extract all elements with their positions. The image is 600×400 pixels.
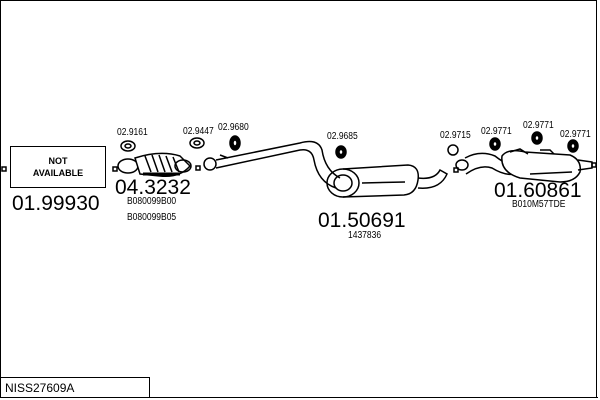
oe-ref: 1437836 (348, 230, 382, 241)
gasket-02-9161[interactable] (120, 140, 136, 152)
accessory-ref[interactable]: 02.9680 (218, 122, 249, 133)
accessory-ref[interactable]: 02.9715 (440, 130, 471, 141)
part-number-04-3232[interactable]: 04.3232 (115, 176, 191, 199)
accessory-ref[interactable]: 02.9685 (327, 131, 358, 142)
not-available-line1: NOT (48, 156, 68, 166)
oe-ref: B080099B05 (127, 212, 177, 223)
left-connector (1, 166, 7, 172)
hanger-02-9685[interactable] (335, 145, 347, 159)
hanger-02-9771-b[interactable] (531, 131, 543, 145)
part-number-01-60861[interactable]: 01.60861 (494, 179, 582, 202)
ring-02-9715[interactable] (447, 144, 459, 156)
accessory-ref[interactable]: 02.9771 (560, 129, 591, 140)
gasket-02-9447[interactable] (189, 137, 205, 149)
oe-ref: B010M57TDE (512, 199, 566, 210)
frame-bottom (0, 397, 598, 398)
front-pipe-part[interactable] (203, 140, 341, 189)
not-available-line2: AVAILABLE (32, 168, 84, 178)
hanger-02-9771-a[interactable] (489, 137, 501, 151)
hanger-02-9680[interactable] (229, 135, 241, 151)
part-number-01-99930[interactable]: 01.99930 (12, 192, 100, 215)
hanger-02-9771-c[interactable] (567, 139, 579, 153)
catalytic-converter-part[interactable] (112, 152, 201, 178)
accessory-ref[interactable]: 02.9161 (117, 127, 148, 138)
not-available-placeholder: NOT AVAILABLE (10, 146, 106, 188)
oe-ref: B080099B00 (127, 196, 177, 207)
part-number-01-50691[interactable]: 01.50691 (318, 209, 406, 232)
rear-silencer-part[interactable] (453, 148, 597, 183)
accessory-ref[interactable]: 02.9447 (183, 126, 214, 137)
diagram-code-label: NISS27609A (0, 377, 150, 398)
accessory-ref[interactable]: 02.9771 (523, 120, 554, 131)
accessory-ref[interactable]: 02.9771 (481, 126, 512, 137)
middle-silencer-part[interactable] (326, 164, 448, 198)
